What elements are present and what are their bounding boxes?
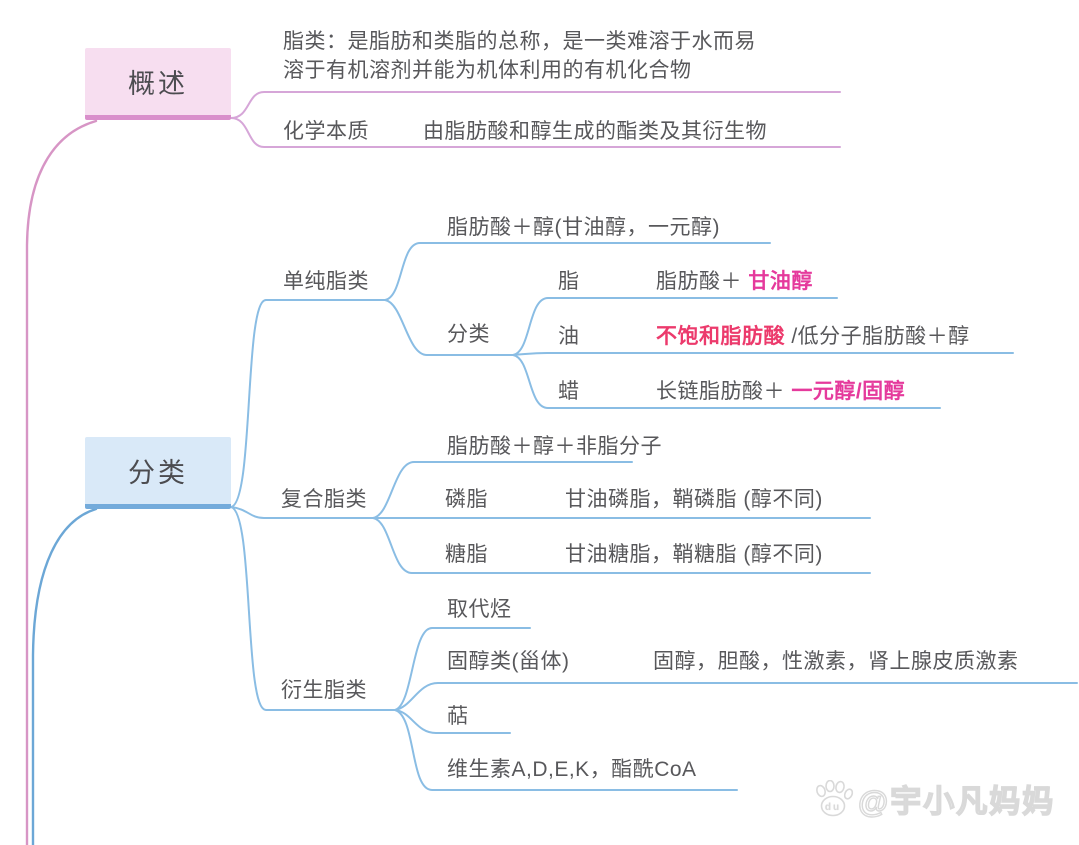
- topic-classification[interactable]: 分类: [85, 437, 231, 509]
- node-wax-label[interactable]: 蜡: [558, 380, 580, 403]
- watermark: du @宇小凡妈妈: [812, 776, 1055, 821]
- baidu-paw-badge: du: [825, 802, 841, 813]
- node-fat-label[interactable]: 脂: [558, 270, 580, 293]
- baidu-paw-icon: du: [816, 779, 854, 816]
- node-wax-value[interactable]: 长链脂肪酸＋ 一元醇/固醇: [656, 380, 905, 404]
- node-fat-value[interactable]: 脂肪酸＋ 甘油醇: [656, 270, 813, 294]
- node-glycolipid-value[interactable]: 甘油糖脂，鞘糖脂 (醇不同): [565, 543, 823, 566]
- watermark-text: @宇小凡妈妈: [857, 783, 1056, 819]
- node-simple-lipids-formula[interactable]: 脂肪酸＋醇(甘油醇，一元醇): [447, 216, 720, 239]
- fat-value-magenta: 甘油醇: [748, 270, 813, 293]
- topic-overview-label: 概述: [128, 69, 188, 99]
- fat-value-gray: 脂肪酸＋: [656, 270, 749, 293]
- topic-overview[interactable]: 概述: [85, 48, 231, 120]
- node-chemical-nature-value[interactable]: 由脂肪酸和醇生成的酯类及其衍生物: [423, 120, 767, 143]
- node-chemical-nature-label[interactable]: 化学本质: [283, 120, 369, 143]
- node-oil-label[interactable]: 油: [558, 325, 580, 348]
- node-phospholipid-value[interactable]: 甘油磷脂，鞘磷脂 (醇不同): [565, 488, 823, 511]
- node-terpene[interactable]: 萜: [447, 705, 469, 728]
- node-simple-lipids[interactable]: 单纯脂类: [283, 270, 369, 293]
- oil-value-red: 不饱和脂肪酸: [656, 325, 785, 348]
- oil-value-gray: /低分子脂肪酸＋醇: [785, 325, 970, 348]
- node-oil-value[interactable]: 不饱和脂肪酸 /低分子脂肪酸＋醇: [656, 325, 970, 349]
- node-sterols-label[interactable]: 固醇类(甾体): [447, 650, 570, 673]
- node-phospholipid-label[interactable]: 磷脂: [445, 488, 488, 511]
- node-simple-subtypes[interactable]: 分类: [447, 323, 490, 346]
- node-sterols-value[interactable]: 固醇，胆酸，性激素，肾上腺皮质激素: [653, 650, 1019, 673]
- topic-classification-label: 分类: [128, 458, 188, 488]
- node-compound-lipids[interactable]: 复合脂类: [281, 488, 367, 511]
- wax-value-gray: 长链脂肪酸＋: [656, 380, 792, 403]
- node-glycolipid-label[interactable]: 糖脂: [445, 543, 488, 566]
- node-compound-formula[interactable]: 脂肪酸＋醇＋非脂分子: [447, 435, 662, 458]
- overview-connectors: [25, 91, 841, 845]
- wax-value-magenta: 一元醇/固醇: [791, 380, 906, 403]
- node-vitamins[interactable]: 维生素A,D,E,K，酯酰CoA: [447, 758, 697, 781]
- node-derived-lipids[interactable]: 衍生脂类: [281, 679, 367, 702]
- classification-connectors: [31, 242, 1078, 845]
- node-substituted-hydrocarbon[interactable]: 取代烃: [447, 598, 512, 621]
- node-definition-line2[interactable]: 溶于有机溶剂并能为机体利用的有机化合物: [283, 59, 692, 82]
- node-definition-line1[interactable]: 脂类：是脂肪和类脂的总称，是一类难溶于水而易: [283, 30, 756, 53]
